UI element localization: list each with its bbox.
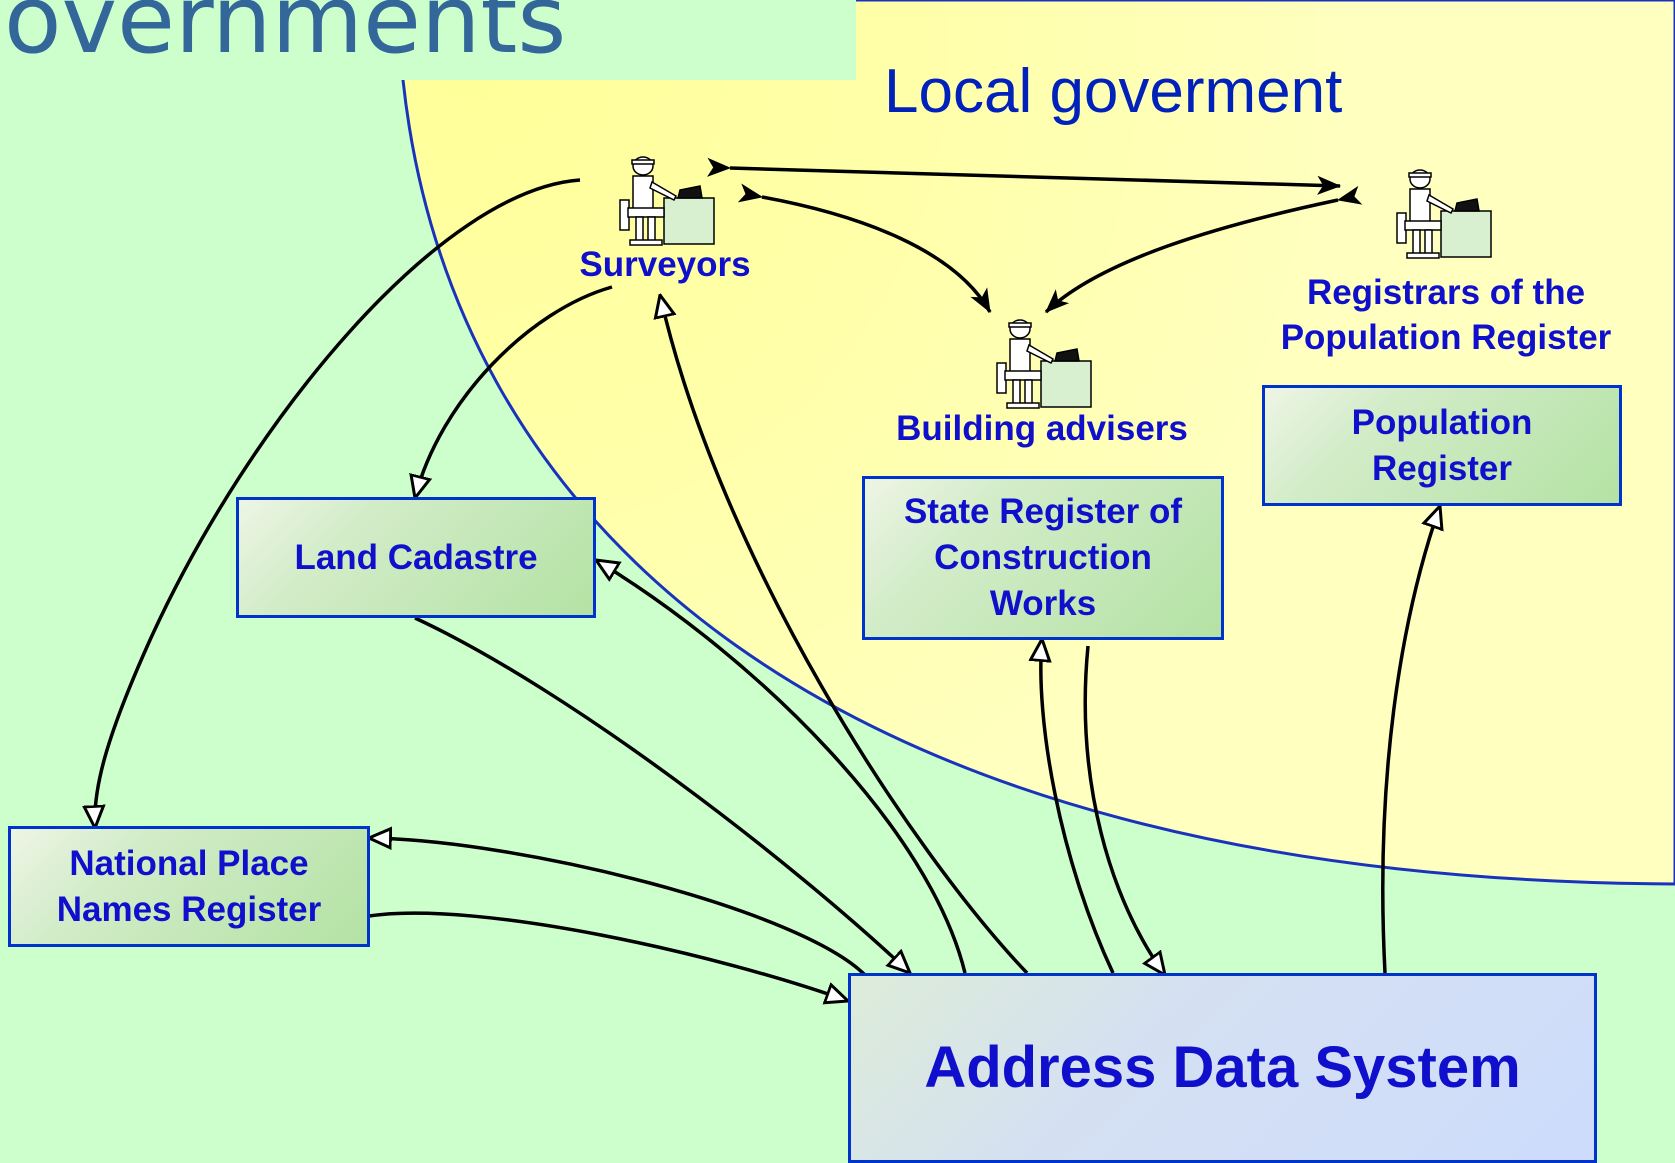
place-names-label-line-2: Names Register bbox=[56, 889, 322, 929]
building-adviser-person-icon bbox=[996, 319, 1092, 409]
title-panel: overnments bbox=[0, 0, 856, 80]
construction-works-label-line-3: Works bbox=[989, 584, 1097, 623]
population-register-label: Population Register bbox=[1352, 400, 1533, 492]
connector-surveyors-building-advisers bbox=[737, 183, 992, 314]
surveyors-label: Surveyors bbox=[579, 245, 751, 284]
land-cadastre-box[interactable]: Land Cadastre bbox=[236, 497, 596, 618]
address-data-system-label: Address Data System bbox=[924, 1035, 1521, 1100]
building-advisers-label: Building advisers bbox=[896, 409, 1188, 448]
connector-address-system-land-cadastre bbox=[596, 560, 967, 974]
connector-address-system-population-register bbox=[1381, 506, 1440, 974]
registrars-label-line-1: Registrars of the bbox=[1306, 273, 1586, 312]
land-cadastre-label: Land Cadastre bbox=[294, 537, 538, 577]
connector-place-names-address-system bbox=[368, 911, 848, 1001]
local-government-label: Local goverment bbox=[884, 57, 1343, 126]
registrar-person-icon bbox=[1396, 169, 1492, 259]
connector-address-system-construction-works bbox=[1041, 639, 1115, 974]
population-register-label-line-1: Population bbox=[1351, 402, 1533, 442]
construction-works-register-box[interactable]: State Register of Construction Works bbox=[862, 476, 1224, 640]
connector-surveyors-registrars bbox=[706, 157, 1342, 195]
address-data-system-box[interactable]: Address Data System bbox=[848, 973, 1597, 1163]
connector-surveyors-place-names bbox=[95, 178, 581, 828]
construction-works-label-line-2: Construction bbox=[934, 538, 1152, 577]
place-names-label-line-1: National Place bbox=[69, 843, 309, 883]
place-names-register-box[interactable]: National Place Names Register bbox=[8, 826, 370, 947]
registrars-label: Registrars of the Population Register bbox=[1246, 270, 1646, 360]
registrars-label-line-2: Population Register bbox=[1280, 318, 1612, 357]
construction-works-label-line-1: State Register of bbox=[903, 492, 1183, 531]
connector-address-system-surveyors bbox=[660, 295, 1029, 975]
connector-registrars-building-advisers bbox=[1044, 185, 1363, 314]
construction-works-register-label: State Register of Construction Works bbox=[904, 489, 1182, 627]
connector-address-system-place-names bbox=[369, 838, 867, 977]
population-register-label-line-2: Register bbox=[1371, 448, 1513, 488]
connector-surveyors-land-cadastre bbox=[415, 285, 613, 498]
population-register-box[interactable]: Population Register bbox=[1262, 385, 1622, 506]
place-names-register-label: National Place Names Register bbox=[57, 841, 322, 933]
connector-construction-works-address-system bbox=[1083, 645, 1165, 975]
connector-land-cadastre-address-system bbox=[414, 616, 910, 973]
surveyor-person-icon bbox=[619, 156, 715, 246]
slide-title: overnments bbox=[4, 0, 567, 75]
